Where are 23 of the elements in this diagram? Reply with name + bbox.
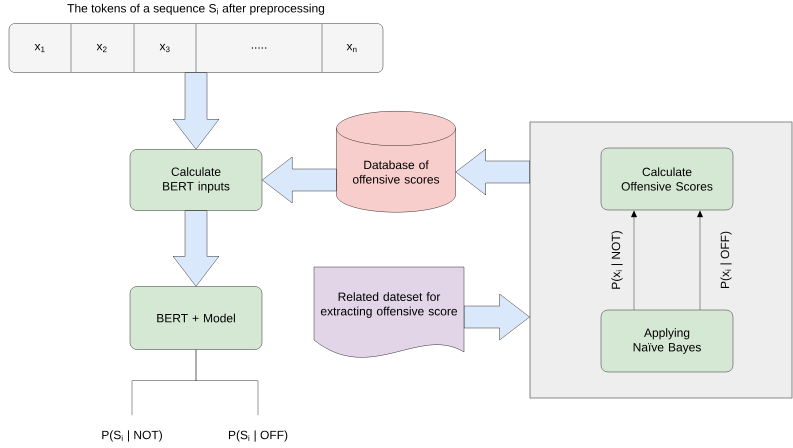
output-label: P(S$_{i}$ | OFF) [228, 430, 288, 442]
token-cell: x$_{3}$ [160, 44, 170, 52]
node-label: The tokens of a sequence S$_{i}$ after preprocessing [67, 4, 324, 15]
database-cylinder: Database of offensive scores [336, 111, 456, 212]
edge-label: P(x$_{i}$ | NOT) [610, 229, 624, 291]
arrow [631, 210, 637, 310]
block-arrow [172, 210, 220, 286]
process-box: Applying Naïve Bayes [600, 310, 734, 372]
token-cell: x$_{n}$ [346, 44, 356, 52]
arrow [697, 210, 703, 310]
block-arrow [464, 294, 530, 340]
process-box: Calculate BERT inputs [130, 149, 262, 211]
token-cell: x$_{2}$ [96, 44, 107, 52]
block-arrow [456, 148, 530, 196]
token-cell: ..... [252, 47, 266, 49]
branch-line [196, 350, 258, 416]
token-cell: x$_{1}$ [34, 44, 45, 52]
edge-label: P(x$_{i}$ | OFF) [719, 230, 733, 290]
block-arrow [172, 72, 220, 150]
process-box: BERT + Model [130, 286, 262, 350]
output-label: P(S$_{i}$ | NOT) [102, 430, 162, 442]
process-box: Calculate Offensive Scores [600, 148, 734, 210]
block-arrow [262, 156, 336, 204]
